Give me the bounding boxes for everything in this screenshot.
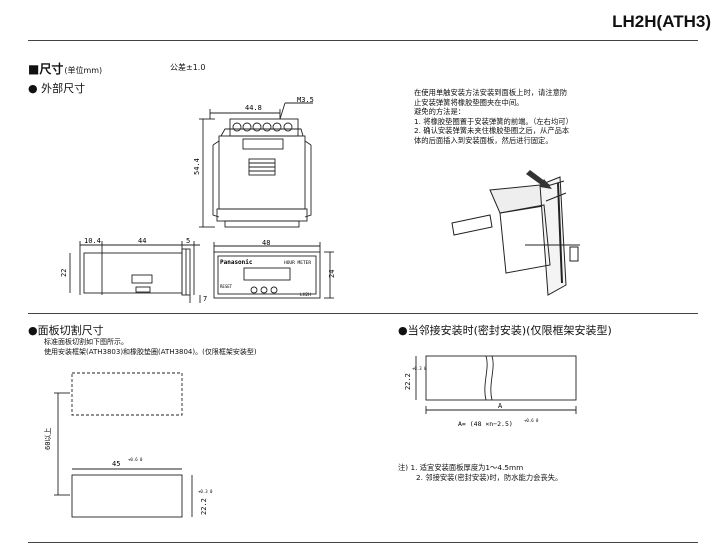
- adjacent-height-label: 22.2: [404, 373, 412, 390]
- dimensions-heading-group: ■尺寸(单位mm): [28, 58, 102, 77]
- mid-rule: [28, 313, 698, 314]
- meter-label: HOUR METER: [284, 260, 311, 266]
- front-height-label: 24: [328, 270, 336, 278]
- side-d5-label: 7: [203, 295, 207, 303]
- top-rule: [28, 40, 698, 41]
- product-side-drawing: 10.4 44 5 22 7: [60, 237, 207, 303]
- cutout-note-1: 标准面板切割如下图所示。: [44, 338, 128, 346]
- top-width-label: 44.8: [245, 104, 262, 112]
- cutout-note-2: 使用安装框架(ATH3803)和橡胶垫圈(ATH3804)。(仅限框架安装型): [44, 348, 257, 356]
- install-note-line: 体的后面插入到安装面板，然后进行固定。: [414, 135, 553, 145]
- install-note-line: 止安装弹簧将橡胶垫圈夹在中间。: [414, 97, 524, 107]
- adjacent-a-label: A: [498, 402, 503, 410]
- side-d2-label: 44: [138, 237, 146, 245]
- install-note-line: 2. 确认安装弹簧未夹住橡胶垫圈之后，从产品本: [414, 126, 570, 135]
- bottom-rule: [28, 542, 698, 543]
- footnote-2: 2. 邻接安装(密封安装)时，防水能力会丧失。: [416, 473, 563, 482]
- model-label: LH2H: [300, 292, 311, 298]
- install-note-line: 避免的方法是：: [414, 107, 466, 116]
- adjacent-heading: ●当邻接安装时(密封安装)(仅限框架安装型): [398, 324, 612, 337]
- cutout-heading: ●面板切割尺寸: [28, 324, 104, 337]
- pitch-label: 60以上: [43, 428, 52, 450]
- product-front-drawing: 48 24 Panasonic HOUR METER RESET LH2H: [213, 239, 336, 299]
- cutout-notes: 标准面板切割如下图所示。 使用安装框架(ATH3803)和橡胶垫圈(ATH380…: [44, 337, 257, 357]
- install-illustration: [451, 170, 580, 296]
- external-heading: ● 外部尺寸: [28, 82, 86, 95]
- cutout-height-tol: +0.3 0: [198, 489, 213, 494]
- product-top-drawing: 44.8 M3.5 54.4: [193, 96, 314, 228]
- adjacent-formula-tol: +0.6 0: [524, 418, 539, 423]
- install-note-line: 在使用单触安装方法安装到面板上时，请注意防: [414, 88, 568, 97]
- install-note: 在使用单触安装方法安装到面板上时，请注意防 止安装弹簧将橡胶垫圈夹在中间。 避免…: [414, 88, 573, 145]
- adjacent-formula: A= (48 ×n−2.5): [458, 420, 513, 428]
- front-width-label: 48: [262, 239, 270, 247]
- adjacent-height-tol: +0.3 0: [412, 366, 427, 371]
- adjacent-drawing: 22.2 +0.3 0 A A= (48 ×n−2.5) +0.6 0: [404, 355, 577, 428]
- install-note-line: 1. 将橡胶垫圈置于安装弹簧的前端。（左右均可）: [414, 116, 573, 126]
- cutout-width-label: 45: [112, 460, 120, 468]
- cutout-width-tol: +0.6 0: [128, 457, 143, 462]
- side-d1-label: 10.4: [84, 237, 101, 245]
- reset-label: RESET: [220, 284, 233, 289]
- footnote-1: 注) 1. 适宜安装面板厚度为1～4.5mm: [398, 463, 524, 472]
- side-d4-label: 22: [60, 269, 68, 277]
- unit-label: (单位mm): [64, 66, 103, 75]
- cutout-height-label: 22.2: [200, 498, 208, 515]
- footnotes: 注) 1. 适宜安装面板厚度为1～4.5mm 2. 邻接安装(密封安装)时，防水…: [398, 463, 562, 483]
- cutout-drawing: 60以上 45 +0.6 0 22.2 +0.3 0: [43, 372, 213, 518]
- brand-label: Panasonic: [220, 259, 253, 266]
- dimensions-heading: ■尺寸: [28, 62, 64, 76]
- side-d3-label: 5: [186, 237, 190, 245]
- top-height-label: 54.4: [193, 158, 201, 175]
- tolerance-label: 公差±1.0: [170, 63, 206, 72]
- thread-label: M3.5: [297, 96, 314, 104]
- page-title: LH2H(ATH3): [612, 12, 711, 31]
